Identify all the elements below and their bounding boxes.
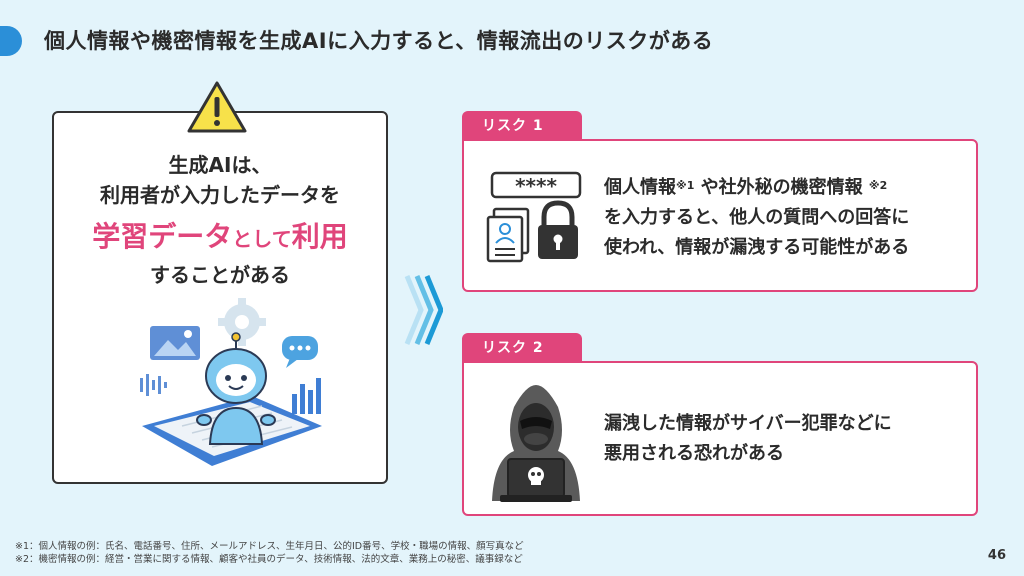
card-highlight: 学習データとして利用 xyxy=(54,215,386,255)
image-card-icon xyxy=(150,326,200,360)
risk-1-text: 個人情報※1 や社外秘の機密情報 ※2 を入力すると、他人の質問への回答に 使わ… xyxy=(604,173,909,263)
password-lock-illustration: **** xyxy=(486,171,582,263)
password-field-icon: **** xyxy=(490,171,582,199)
sound-wave-icon xyxy=(140,374,167,396)
ai-robot-illustration xyxy=(140,298,322,466)
footnote-2: ※2：機密情報の例：経営・営業に関する情報、顧客や社員のデータ、技術情報、法的文… xyxy=(15,554,523,565)
chevron-right-icon xyxy=(404,275,443,345)
risk-2-text: 漏洩した情報がサイバー犯罪などに 悪用される恐れがある xyxy=(604,409,892,469)
risk-1-tag: リスク 1 xyxy=(462,111,582,141)
risk-1-line-3: 使われ、情報が漏洩する可能性がある xyxy=(604,237,910,258)
card-line-4: することがある xyxy=(150,263,290,287)
highlight-part-1: 学習データ xyxy=(92,220,233,253)
page-number: 46 xyxy=(987,548,1006,563)
risk-2-line-2: 悪用される恐れがある xyxy=(604,443,784,464)
highlight-part-3: 利用 xyxy=(291,220,348,253)
hacker-illustration xyxy=(492,385,580,502)
gear-icon xyxy=(218,298,266,346)
padlock-icon xyxy=(538,200,578,259)
risk-2-tag: リスク 2 xyxy=(462,333,582,363)
robot-icon xyxy=(196,332,276,445)
title-accent-bar xyxy=(0,26,22,56)
warning-icon xyxy=(187,81,247,133)
risk-1-line-2: を入力すると、他人の質問への回答に xyxy=(604,207,910,228)
bar-chart-icon xyxy=(292,378,321,414)
id-card-icon xyxy=(486,207,530,263)
risk-1-card: **** 個人情報※1 や社外秘の機密情報 ※2 を入力すると、他人の質問への回… xyxy=(462,139,978,292)
ai-learning-card: 生成AIは、 利用者が入力したデータを 学習データとして利用 することがある xyxy=(52,111,388,484)
password-mask: **** xyxy=(515,174,557,198)
highlight-part-2: として xyxy=(232,227,292,251)
risk-1-personal-info: 個人情報 xyxy=(604,177,676,198)
risk-1-confidential: や社外秘の機密情報 xyxy=(694,177,869,198)
footnote-ref-2: ※2 xyxy=(868,179,888,192)
card-line-1: 生成AIは、 xyxy=(168,153,272,177)
page-title: 個人情報や機密情報を生成AIに入力すると、情報流出のリスクがある xyxy=(44,29,714,53)
chat-bubble-icon xyxy=(282,336,318,368)
skull-icon xyxy=(528,467,544,485)
footnote-1: ※1：個人情報の例：氏名、電話番号、住所、メールアドレス、生年月日、公的ID番号… xyxy=(15,541,524,552)
risk-1-line-1: 個人情報※1 や社外秘の機密情報 ※2 xyxy=(604,173,909,203)
risk-2-line-1: 漏洩した情報がサイバー犯罪などに xyxy=(604,413,892,434)
card-line-2: 利用者が入力したデータを xyxy=(100,183,340,207)
footnote-ref-1: ※1 xyxy=(676,179,695,192)
risk-2-card: 漏洩した情報がサイバー犯罪などに 悪用される恐れがある xyxy=(462,361,978,516)
